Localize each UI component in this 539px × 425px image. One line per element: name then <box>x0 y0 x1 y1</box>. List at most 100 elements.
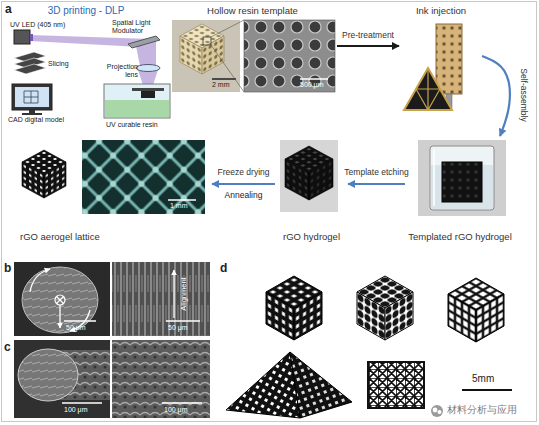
figure-label: Projection lens <box>94 63 138 78</box>
aerogel-photo <box>168 199 196 201</box>
templated-hydrogel-photo <box>433 150 435 206</box>
sem-panel-c <box>14 340 110 418</box>
stage-title: Hollow resin template <box>207 5 298 16</box>
figure-label: 材料分析与应用 <box>447 404 517 415</box>
process-arrow <box>337 45 399 47</box>
sem-panel-b <box>22 267 98 333</box>
dlp-schematic <box>141 91 155 98</box>
figure-label: Alignment <box>180 277 188 310</box>
dlp-schematic <box>128 36 160 48</box>
figure-label: 1 mm <box>170 202 188 210</box>
sem-panel-b <box>30 269 50 292</box>
watermark-icon <box>431 405 443 417</box>
figure-label: a <box>5 3 12 16</box>
figure-label: 2 mm <box>212 81 230 89</box>
process-arrow <box>482 56 510 136</box>
templated-hydrogel-photo <box>418 140 506 216</box>
rgo-hydrogel-photo <box>280 140 338 212</box>
arrow-label: Self-assembly <box>518 66 527 123</box>
lattice-photos <box>368 362 424 408</box>
figure-label: Slicing <box>48 60 69 68</box>
process-stage: Ink injection <box>400 5 482 115</box>
figure-label: UV curable resin <box>106 121 158 129</box>
sem-panel-b <box>166 320 200 322</box>
templated-hydrogel-photo <box>430 146 494 210</box>
dlp-schematic <box>15 87 49 107</box>
lattice-photos <box>462 389 512 391</box>
figure-label: CAD digital model <box>8 116 64 124</box>
stage-title: rGO aerogel lattice <box>20 231 100 242</box>
sem-panel-b <box>14 262 110 336</box>
resin-template-photo <box>172 20 240 92</box>
stage-title: Templated rGO hydrogel <box>408 231 512 242</box>
templated-hydrogel-photo <box>442 162 482 202</box>
resin-template-photo <box>212 78 236 80</box>
sem-panel-c <box>14 340 210 418</box>
resin-template-photo <box>244 20 335 92</box>
watermark-icon <box>431 405 443 417</box>
dlp-schematic <box>14 30 30 44</box>
dlp-schematic <box>136 65 160 72</box>
dlp-schematic <box>29 110 35 113</box>
figure-label: UV LED (405 nm) <box>10 21 65 29</box>
resin-template-photo <box>300 78 328 80</box>
figure-label: 50 μm <box>168 324 188 332</box>
process-stage: rGO hydrogel <box>275 136 348 242</box>
aerogel-photo <box>22 162 44 198</box>
lattice-photos <box>226 276 512 418</box>
ink-injection-photo <box>416 68 440 110</box>
lattice-photos <box>476 294 504 342</box>
figure-label: 100 μm <box>64 406 88 414</box>
lattice-photos <box>385 292 413 340</box>
sem-panel-b <box>57 297 64 304</box>
figure-label: 100 μm <box>164 406 188 414</box>
resin-template-photo <box>172 20 335 92</box>
sem-panel-b <box>112 262 210 336</box>
figure-label: d <box>220 262 227 275</box>
dlp-schematic <box>104 84 170 118</box>
arrow-label: Template etching <box>342 168 410 177</box>
lattice-photos <box>448 294 476 342</box>
dlp-schematic <box>105 100 169 117</box>
lattice-photos <box>357 292 385 340</box>
figure-label: 500 μm <box>300 81 324 89</box>
resin-template-photo <box>202 36 224 74</box>
sem-panel-c <box>18 349 78 401</box>
lattice-photos <box>290 352 352 418</box>
sem-panel-c <box>62 402 102 404</box>
lattice-photos <box>266 292 294 340</box>
process-arrow <box>212 183 275 185</box>
sem-panel-c <box>162 402 202 404</box>
process-stage: Templated rGO hydrogel <box>405 136 515 242</box>
stage-title: Ink injection <box>416 5 466 16</box>
lattice-photos <box>294 292 322 340</box>
figure-label: b <box>4 262 11 275</box>
figure-label: c <box>4 341 11 354</box>
aerogel-photo <box>82 140 205 214</box>
ink-injection-photo <box>404 68 452 110</box>
dlp-schematic <box>132 88 164 91</box>
sem-panel-b <box>64 320 96 322</box>
rgo-hydrogel-photo <box>309 159 333 200</box>
aerogel-photo <box>22 140 205 214</box>
sem-panel-c <box>112 340 210 418</box>
process-stage: rGO aerogel lattice <box>12 136 212 242</box>
ink-injection-photo <box>404 24 462 110</box>
ink-injection-photo <box>436 24 462 94</box>
figure-label: Annealing <box>225 191 263 200</box>
rgo-hydrogel-photo <box>280 140 338 212</box>
resin-template-photo <box>180 36 202 74</box>
dlp-schematic <box>24 91 38 103</box>
figure-label: 5mm <box>472 373 494 384</box>
dlp-schematic <box>30 34 33 41</box>
resin-template-photo <box>211 20 244 37</box>
aerogel-photo <box>44 162 66 198</box>
stage-title: rGO hydrogel <box>283 231 340 242</box>
sem-panel-b <box>55 295 65 305</box>
rgo-hydrogel-photo <box>285 159 309 200</box>
resin-template-photo <box>203 37 211 45</box>
sem-panel-b <box>14 262 210 336</box>
